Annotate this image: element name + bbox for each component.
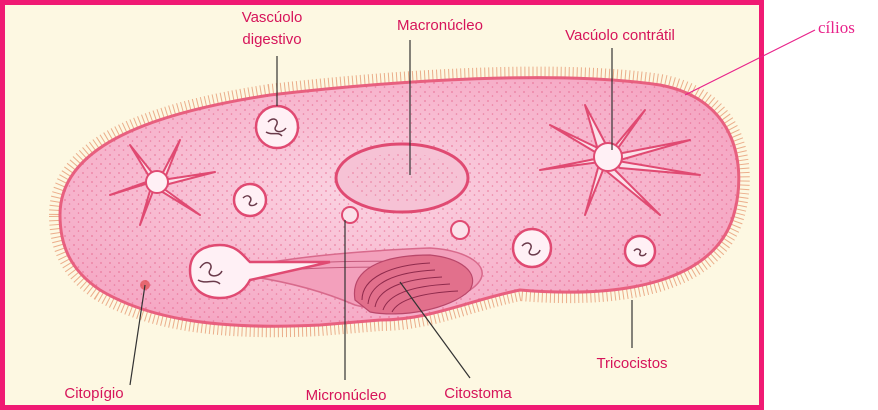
food-vacuole-right-2 xyxy=(625,236,655,266)
label-cilios: cílios xyxy=(818,18,855,37)
label-tricocistos: Tricocistos xyxy=(596,355,667,372)
food-vacuole-left xyxy=(234,184,266,216)
small-vacuole xyxy=(451,221,469,239)
food-vacuole-top xyxy=(256,106,298,148)
food-vacuole-right-1 xyxy=(513,229,551,267)
label-micronucleo: Micronúcleo xyxy=(306,387,387,404)
label-vacuolo-digestivo-line2: digestivo xyxy=(242,31,301,48)
label-vacuolo-digestivo-line1: Vascúolo xyxy=(242,9,303,26)
cilios-leader-line xyxy=(685,30,815,95)
label-citostoma: Citostoma xyxy=(444,385,512,402)
label-macronucleo: Macronúcleo xyxy=(397,17,483,34)
label-citopigio: Citopígio xyxy=(64,385,123,402)
label-vacuolo-contratil: Vacúolo contrátil xyxy=(565,27,675,44)
